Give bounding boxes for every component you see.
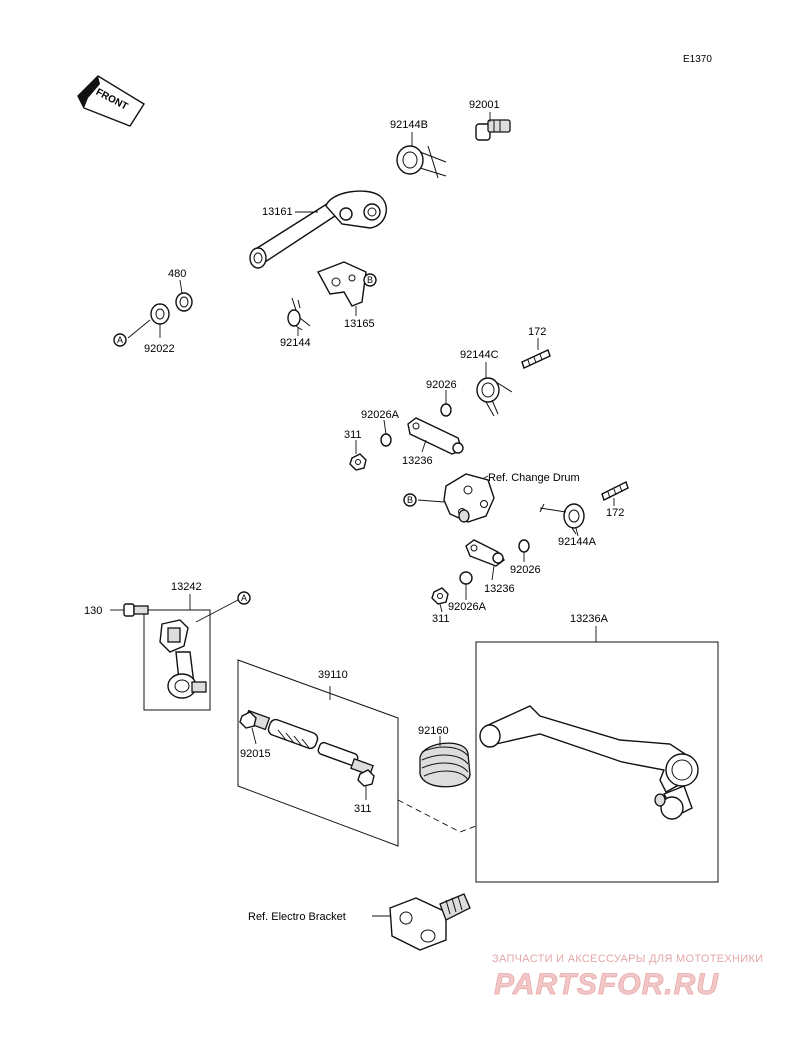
label-311-bottom: 311 — [354, 803, 372, 815]
label-13161: 13161 — [262, 206, 293, 218]
label-92144A: 92144A — [558, 536, 597, 548]
label-92026A-top: 92026A — [361, 409, 400, 421]
front-arrow-icon: FRONT — [77, 75, 145, 127]
callout-b-top-letter: B — [367, 275, 373, 285]
label-92026-mid: 92026 — [510, 564, 541, 576]
label-ref-electro-bracket: Ref. Electro Bracket — [248, 911, 346, 923]
label-172-top: 172 — [528, 326, 546, 338]
label-92144B: 92144B — [390, 119, 428, 131]
part-92026-washer-mid — [518, 539, 530, 562]
part-92144-spring — [287, 297, 311, 336]
label-311-mid: 311 — [432, 613, 450, 625]
label-311-top: 311 — [344, 429, 362, 441]
label-13236-mid: 13236 — [484, 583, 515, 595]
label-92144: 92144 — [280, 337, 311, 349]
part-13161-shaft — [249, 190, 388, 269]
part-172-pin-top — [521, 338, 551, 369]
part-92144C-spring — [476, 362, 513, 417]
callout-a-left — [113, 333, 127, 347]
diagram-code: E1370 — [683, 54, 712, 65]
label-13236-top: 13236 — [402, 455, 433, 467]
part-92001-bolt — [475, 112, 511, 141]
part-13242-arm-group — [143, 594, 239, 711]
part-92144A-spring — [539, 503, 585, 537]
part-311-nut-mid — [431, 587, 449, 613]
part-480-circlip — [175, 279, 193, 312]
part-92026-washer-top — [440, 390, 452, 417]
part-13236A-shift-lever — [475, 626, 719, 883]
label-172-mid: 172 — [606, 507, 624, 519]
label-130: 130 — [84, 605, 102, 617]
label-92001: 92001 — [469, 99, 500, 111]
label-480: 480 — [168, 268, 186, 280]
part-172-pin-mid — [601, 481, 629, 506]
part-92026A-washer-mid — [459, 571, 473, 600]
part-311-nut-top — [349, 440, 367, 471]
link-line — [397, 799, 477, 833]
part-92015-nut — [239, 711, 257, 745]
part-92160-rubber — [419, 736, 471, 788]
label-39110: 39110 — [318, 669, 348, 681]
callout-a-bottom-letter: A — [241, 593, 247, 603]
label-92026-top: 92026 — [426, 379, 457, 391]
part-13236-lever-mid — [465, 539, 505, 581]
label-ref-change-drum: Ref. Change Drum — [488, 472, 580, 484]
part-13236-lever-top — [407, 417, 464, 455]
callout-b-top — [363, 273, 377, 287]
part-311-nut-bottom — [357, 769, 375, 800]
label-92026A-mid: 92026A — [448, 601, 487, 613]
label-92022: 92022 — [144, 343, 175, 355]
part-92144B-spring — [396, 132, 447, 179]
label-92015: 92015 — [240, 748, 271, 760]
label-13236A: 13236A — [570, 613, 609, 625]
part-13165-plate — [317, 261, 367, 316]
label-92144C: 92144C — [460, 349, 499, 361]
label-13242: 13242 — [171, 581, 202, 593]
callout-a-bottom — [237, 591, 251, 605]
part-92026A-washer-top — [380, 419, 392, 447]
watermark-logo: PARTSFOR.RU — [494, 968, 719, 1001]
label-92160: 92160 — [418, 725, 449, 737]
callout-b-mid — [403, 493, 417, 507]
watermark-tagline: ЗАПЧАСТИ И АКСЕССУАРЫ ДЛЯ МОТОТЕХНИКИ — [492, 953, 763, 965]
part-130-bolt — [110, 603, 149, 617]
callout-a-left-letter: A — [117, 335, 123, 345]
label-13165: 13165 — [344, 318, 375, 330]
part-change-drum-plate — [417, 473, 495, 523]
part-92022-washer — [127, 303, 170, 339]
part-electro-bracket — [372, 893, 471, 951]
callout-b-mid-letter: B — [407, 495, 413, 505]
